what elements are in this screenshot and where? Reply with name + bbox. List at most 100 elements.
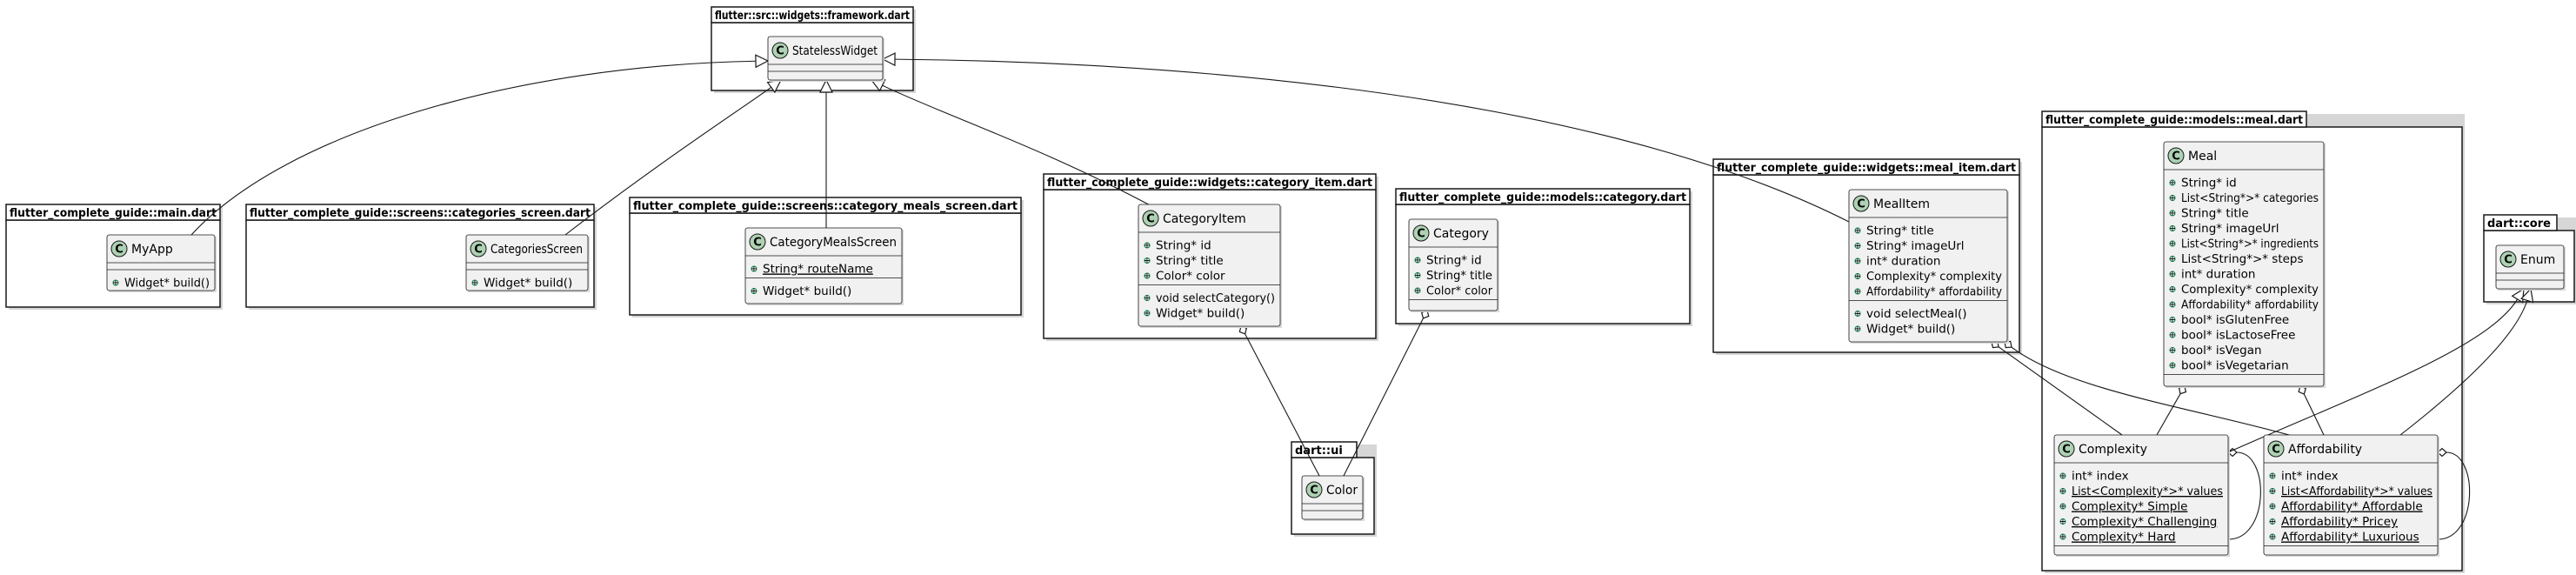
class-field: String* imageUrl <box>2181 222 2279 236</box>
class-field: int* duration <box>1866 255 1940 269</box>
visibility-marker: + <box>2169 316 2176 325</box>
package-tab <box>2041 110 2307 128</box>
public-visibility-icon <box>112 279 119 286</box>
public-visibility-icon <box>2059 488 2066 494</box>
visibility-marker: + <box>2169 285 2176 295</box>
package-tab <box>1043 173 1377 191</box>
class-field: Complexity* complexity <box>2181 283 2319 297</box>
public-visibility-icon <box>1854 227 1861 234</box>
public-visibility-icon <box>2059 472 2066 479</box>
class-name: Color <box>1326 484 1358 498</box>
public-visibility-icon <box>2269 503 2276 510</box>
public-visibility-icon <box>1144 272 1151 279</box>
class-field: String* id <box>1426 254 1482 268</box>
class-field: List<String*>* steps <box>2181 252 2304 266</box>
class-box <box>1408 218 1498 311</box>
class-color[interactable]: C Color <box>1301 475 1365 521</box>
class-field: bool* isGlutenFree <box>2181 313 2289 327</box>
class-method: Widget* build() <box>124 277 210 291</box>
class-field: int* index <box>2072 470 2129 484</box>
relation-line <box>190 60 757 236</box>
class-field: Affordability* Affordable <box>2281 500 2423 514</box>
class-glyph: C <box>1857 198 1865 211</box>
class-field: Affordability* affordability <box>2181 298 2319 312</box>
class-glyph: C <box>1310 485 1318 498</box>
class-name: CategoryMealsScreen <box>770 236 897 250</box>
visibility-marker: + <box>2059 487 2066 497</box>
relation-line <box>564 86 772 236</box>
visibility-marker: + <box>1414 256 1421 265</box>
class-field: String* id <box>1156 239 1211 253</box>
class-c-icon <box>1305 481 1323 498</box>
public-visibility-icon <box>1414 287 1421 294</box>
class-c-icon <box>771 42 789 59</box>
visibility-marker: + <box>1144 257 1151 266</box>
class-name: StatelessWidget <box>792 44 878 58</box>
package-tab <box>711 6 914 23</box>
relation-line <box>1998 346 2123 436</box>
class-c-icon <box>2167 147 2185 164</box>
class-field: String* imageUrl <box>1866 239 1965 253</box>
visibility-marker: + <box>2169 209 2176 218</box>
class-c-icon <box>749 233 766 251</box>
class-method: Widget* build() <box>1156 307 1245 321</box>
relation-line <box>894 58 1850 223</box>
package-tab <box>2483 214 2558 231</box>
relation-line <box>2156 393 2181 436</box>
public-visibility-icon <box>2269 518 2276 525</box>
visibility-marker: + <box>1144 309 1151 318</box>
visibility-marker: + <box>2059 502 2066 511</box>
visibility-marker: + <box>2059 518 2066 527</box>
package-tab <box>1712 158 2020 176</box>
class-field: List<String*>* ingredients <box>2181 237 2319 251</box>
class-field: Affordability* Pricey <box>2281 515 2398 529</box>
class-c-icon <box>1142 210 1159 227</box>
visibility-marker: + <box>2169 331 2176 340</box>
public-visibility-icon <box>2169 271 2176 277</box>
relation-line <box>2227 298 2519 453</box>
package-title: flutter_complete_guide::main.dart <box>10 207 217 220</box>
public-visibility-icon <box>2169 286 2176 292</box>
visibility-marker: + <box>2169 361 2176 371</box>
class-field: bool* isVegetarian <box>2181 359 2289 373</box>
visibility-marker: + <box>2059 471 2066 481</box>
package-tab <box>629 197 1022 214</box>
relation-line <box>882 84 1158 210</box>
visibility-marker: + <box>112 278 119 288</box>
public-visibility-icon <box>751 288 757 294</box>
class-field: bool* isLactoseFree <box>2181 329 2295 343</box>
public-visibility-icon <box>2269 472 2276 479</box>
class-field: int* duration <box>2181 268 2255 282</box>
visibility-marker: + <box>1854 287 1861 297</box>
class-box <box>1848 189 2008 343</box>
public-visibility-icon <box>2169 347 2176 353</box>
package-title: flutter_complete_guide::screens::categor… <box>633 200 1018 213</box>
public-visibility-icon <box>1144 257 1151 264</box>
visibility-marker: + <box>471 278 478 288</box>
class-glyph: C <box>115 244 123 257</box>
class-method: Widget* build() <box>763 284 851 298</box>
class-field: Complexity* complexity <box>1866 270 2002 284</box>
visibility-marker: + <box>1144 294 1151 304</box>
public-visibility-icon <box>2269 533 2276 540</box>
class-field: Complexity* Challenging <box>2072 515 2217 529</box>
class-method: Widget* build() <box>1866 323 1955 337</box>
relation-line <box>2303 393 2325 436</box>
public-visibility-icon <box>2169 362 2176 369</box>
class-field: Affordability* Luxurious <box>2281 531 2419 545</box>
public-visibility-icon <box>1854 243 1861 249</box>
relation-line <box>2011 346 2306 440</box>
class-c-icon <box>2058 440 2075 458</box>
class-box <box>1138 204 1281 327</box>
